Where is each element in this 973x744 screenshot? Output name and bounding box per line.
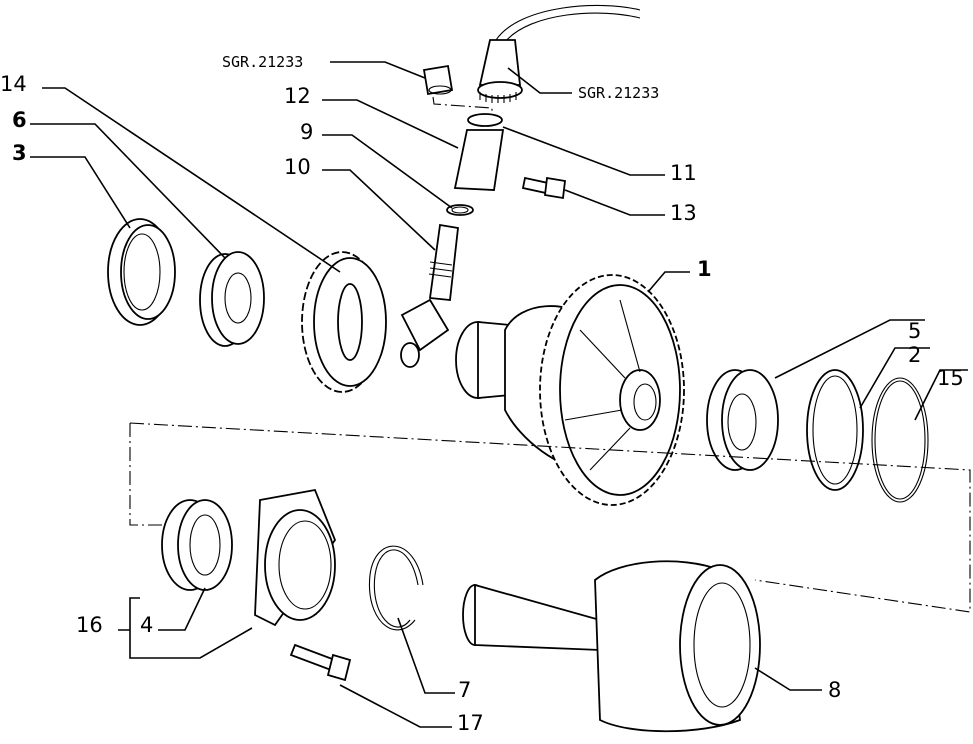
assembly-axis-line: [129, 422, 971, 613]
speedometer-cable: [477, 4, 641, 103]
label-11: 11: [670, 161, 697, 185]
oil-seal-3: [107, 218, 176, 326]
group-bracket-16: [118, 597, 253, 659]
label-15: 15: [937, 366, 964, 390]
ring-15: [871, 377, 929, 503]
label-10: 10: [284, 155, 311, 179]
label-17: 17: [457, 711, 484, 735]
label-5: 5: [908, 319, 921, 343]
speedometer-sleeve: [446, 113, 505, 216]
label-12: 12: [284, 84, 311, 108]
label-16: 16: [76, 613, 103, 637]
flange-cover: [254, 488, 337, 627]
label-3: 3: [12, 141, 27, 165]
circlip-7: [368, 545, 424, 631]
bearing-6: [199, 251, 265, 347]
tool-reference-left: SGR.21233: [222, 53, 303, 71]
tool-nut: [422, 64, 493, 118]
bolt-17: [289, 643, 352, 682]
shim-2: [806, 369, 864, 491]
label-2: 2: [908, 343, 921, 367]
label-6: 6: [12, 108, 27, 132]
label-13: 13: [670, 201, 697, 225]
label-7: 7: [458, 678, 471, 702]
label-4: 4: [140, 613, 153, 637]
oil-seal-4: [161, 499, 233, 591]
speedometer-pinion: [400, 223, 459, 368]
drive-gear-14: [301, 251, 387, 393]
bearing-5: [706, 369, 779, 471]
label-9: 9: [300, 120, 313, 144]
drive-joint-8: [462, 560, 761, 733]
bolt-13: [521, 176, 566, 200]
differential-housing-1: [455, 274, 685, 506]
label-8: 8: [828, 678, 841, 702]
label-14: 14: [0, 72, 27, 96]
tool-reference-right: SGR.21233: [578, 84, 659, 102]
leader-lines: [30, 61, 968, 728]
label-1: 1: [697, 257, 712, 281]
